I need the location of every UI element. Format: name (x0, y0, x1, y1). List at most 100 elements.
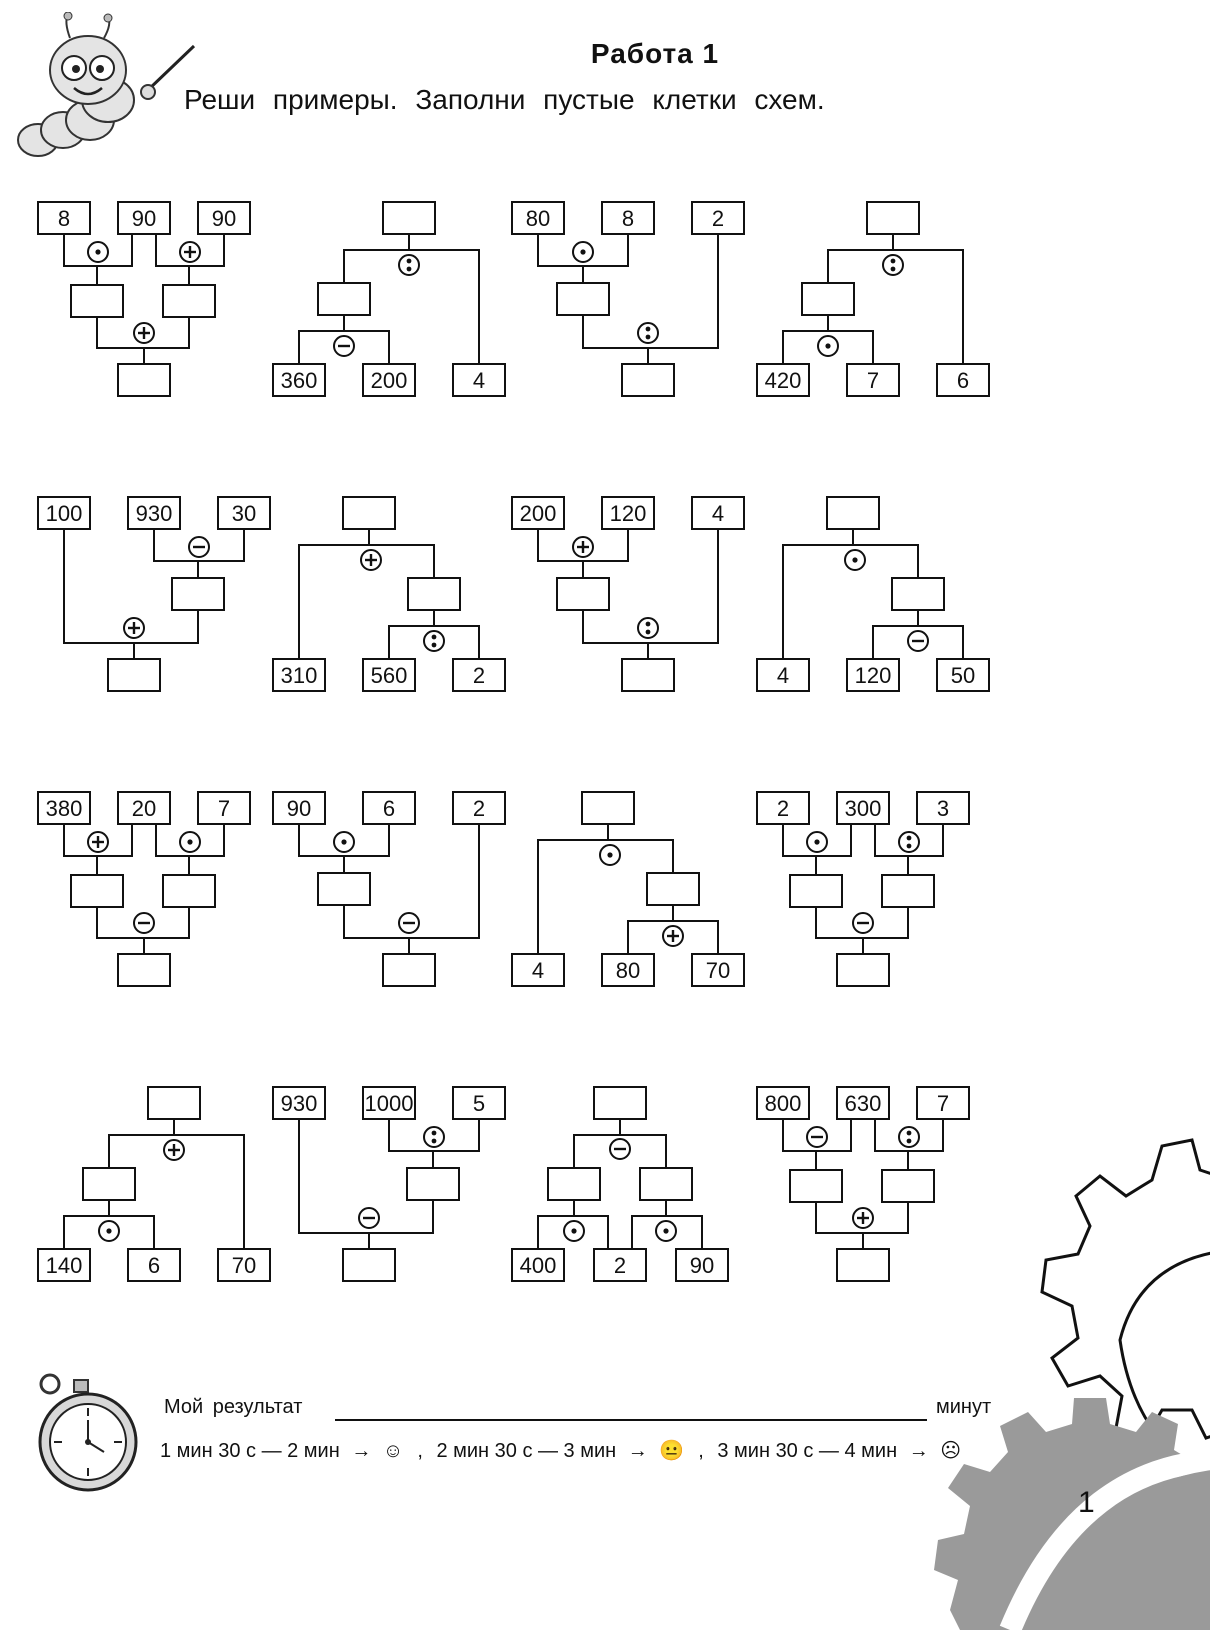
value-text: 560 (371, 663, 408, 688)
value-text: 90 (287, 796, 311, 821)
answer-box[interactable] (407, 577, 461, 611)
answer-box[interactable] (342, 1248, 396, 1282)
connector-line (63, 529, 199, 644)
connector-line (343, 249, 480, 364)
answer-box[interactable] (317, 282, 371, 316)
arrow-right-icon: → (627, 1440, 648, 1462)
value-box: 2 (452, 658, 506, 692)
value-text: 7 (867, 368, 879, 393)
value-text: 380 (46, 796, 83, 821)
connector-line (63, 1215, 155, 1249)
answer-box[interactable] (317, 872, 371, 906)
value-box: 400 (511, 1248, 565, 1282)
answer-box[interactable] (866, 201, 920, 235)
answer-box[interactable] (801, 282, 855, 316)
scheme-2: 360 200 4 (272, 201, 506, 397)
answer-box[interactable] (117, 363, 171, 397)
connector-line (872, 625, 964, 659)
minus-operation-icon (333, 335, 355, 357)
answer-box[interactable] (147, 1086, 201, 1120)
divide-operation-icon (398, 254, 420, 276)
answer-box[interactable] (826, 496, 880, 530)
connector-line (827, 249, 964, 364)
value-box: 360 (272, 363, 326, 397)
value-box: 90 (197, 201, 251, 235)
value-text: 200 (520, 501, 557, 526)
multiply-operation-icon (806, 831, 828, 853)
value-box: 800 (756, 1086, 810, 1120)
multiply-operation-icon (98, 1220, 120, 1242)
answer-box[interactable] (789, 1169, 843, 1203)
answer-box[interactable] (621, 658, 675, 692)
arrow-right-icon: → (908, 1440, 929, 1462)
value-box: 7 (846, 363, 900, 397)
answer-box[interactable] (82, 1167, 136, 1201)
minus-operation-icon (133, 912, 155, 934)
answer-box[interactable] (171, 577, 225, 611)
answer-box[interactable] (881, 874, 935, 908)
answer-box[interactable] (547, 1167, 601, 1201)
value-text: 200 (371, 368, 408, 393)
value-box: 5 (452, 1086, 506, 1120)
value-box: 380 (37, 791, 91, 825)
answer-box[interactable] (70, 874, 124, 908)
answer-box[interactable] (162, 284, 216, 318)
value-box: 4 (452, 363, 506, 397)
neutral-face-icon: 😐 (659, 1440, 685, 1462)
answer-box[interactable] (836, 1248, 890, 1282)
connector-line (582, 529, 719, 644)
answer-box[interactable] (556, 577, 610, 611)
answer-box[interactable] (382, 201, 436, 235)
answer-box[interactable] (107, 658, 161, 692)
answer-box[interactable] (556, 282, 610, 316)
multiply-operation-icon (333, 831, 355, 853)
answer-box[interactable] (117, 953, 171, 987)
answer-box[interactable] (646, 872, 700, 906)
answer-box[interactable] (881, 1169, 935, 1203)
gear-decoration-icon (934, 1138, 1210, 1630)
plus-operation-icon (662, 925, 684, 947)
value-box: 930 (272, 1086, 326, 1120)
value-text: 420 (765, 368, 802, 393)
answer-box[interactable] (639, 1167, 693, 1201)
page-title: Работа 1 (590, 38, 720, 69)
answer-box[interactable] (789, 874, 843, 908)
result-label: Мой результат (164, 1396, 303, 1418)
stopwatch-icon (38, 1373, 138, 1492)
plus-operation-icon (572, 536, 594, 558)
value-text: 120 (610, 501, 647, 526)
value-box: 50 (936, 658, 990, 692)
value-box: 90 (675, 1248, 729, 1282)
result-input-line[interactable] (335, 1419, 927, 1421)
answer-box[interactable] (162, 874, 216, 908)
answer-box[interactable] (581, 791, 635, 825)
value-text: 8 (58, 206, 70, 231)
answer-box[interactable] (70, 284, 124, 318)
connector-line (782, 330, 874, 364)
value-text: 4 (777, 663, 789, 688)
answer-box[interactable] (891, 577, 945, 611)
answer-box[interactable] (342, 496, 396, 530)
divide-operation-icon (637, 617, 659, 639)
value-box: 70 (691, 953, 745, 987)
answer-box[interactable] (836, 953, 890, 987)
value-text: 2 (473, 796, 485, 821)
divide-operation-icon (423, 1126, 445, 1148)
connector-line (537, 839, 674, 954)
value-box: 120 (601, 496, 655, 530)
value-text: 6 (957, 368, 969, 393)
caterpillar-teacher-icon (17, 12, 196, 157)
value-text: 400 (520, 1253, 557, 1278)
answer-box[interactable] (382, 953, 436, 987)
answer-box[interactable] (406, 1167, 460, 1201)
multiply-operation-icon (817, 335, 839, 357)
answer-box[interactable] (593, 1086, 647, 1120)
answer-box[interactable] (621, 363, 675, 397)
